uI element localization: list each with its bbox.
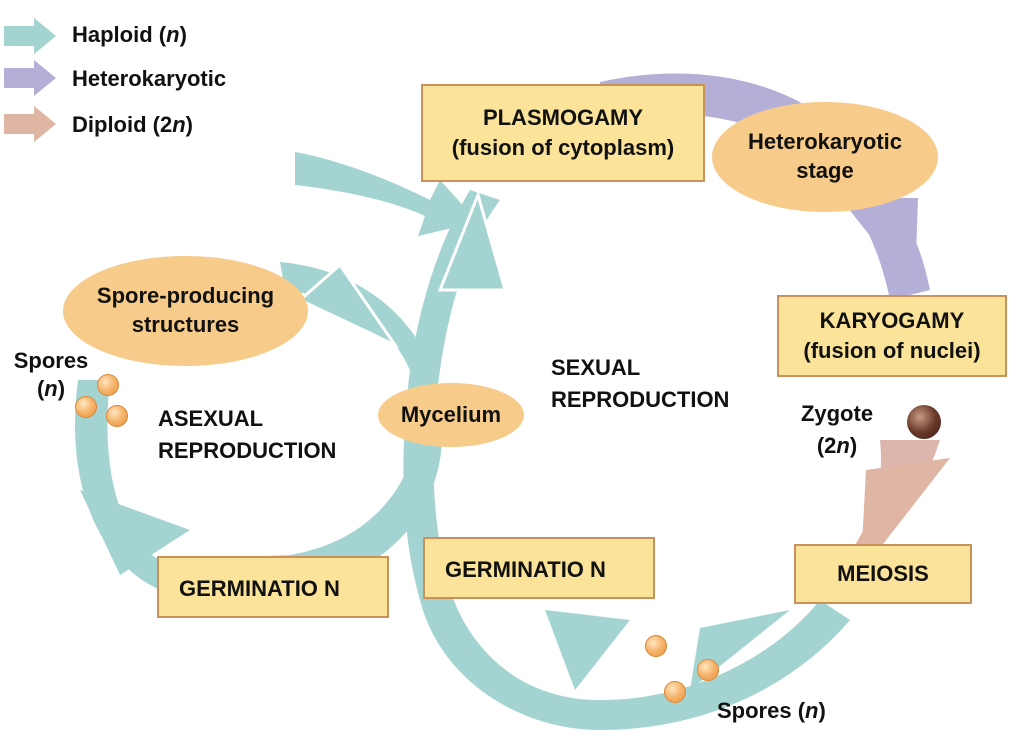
legend-haploid-arrow xyxy=(4,18,56,54)
diploid-arrowhead xyxy=(862,458,950,548)
germination-left-box: GERMINATIO N xyxy=(157,556,389,618)
asexual-line2: REPRODUCTION xyxy=(158,437,337,463)
plasmogamy-subtitle: (fusion of cytoplasm) xyxy=(451,135,675,160)
legend-haploid-label: Haploid ( xyxy=(72,22,167,47)
spores-bottom-label: Spores (n) xyxy=(717,697,826,725)
plasmogamy-title: PLASMOGAMY xyxy=(482,105,644,131)
germination-center-label: GERMINATIO N xyxy=(445,557,606,582)
legend-diploid-arrow xyxy=(4,106,56,142)
legend-haploid-close: ) xyxy=(179,22,187,47)
mycelium-ellipse: Mycelium xyxy=(378,383,524,447)
mycelium-label: Mycelium xyxy=(400,401,502,427)
spores-left-open: ( xyxy=(36,375,45,401)
spore-icon xyxy=(664,681,686,703)
spores-left-label: Spores (n) xyxy=(6,347,96,402)
asexual-up-arrowhead xyxy=(297,262,400,349)
meiosis-box: MEIOSIS xyxy=(794,544,972,604)
heterokaryotic-stage-line1: Heterokaryotic xyxy=(747,129,903,155)
legend-heterokaryotic-arrow xyxy=(4,60,56,96)
legend-diploid: Diploid (2n) xyxy=(58,112,193,138)
spores-bottom-text: Spores ( xyxy=(717,698,806,723)
spores-left-close: ) xyxy=(57,375,66,401)
haploid-incoming-band xyxy=(295,152,478,236)
germination-center-box: GERMINATIO N xyxy=(423,537,655,599)
zygote-open: (2 xyxy=(816,432,837,458)
asexual-line1: ASEXUAL xyxy=(158,406,264,431)
zygote-icon xyxy=(907,405,941,439)
karyogamy-subtitle: (fusion of nuclei) xyxy=(803,338,981,363)
legend-haploid-italic: n xyxy=(166,22,180,47)
heterokaryotic-arrowhead xyxy=(840,198,918,282)
legend-heterokaryotic-label: Heterokaryotic xyxy=(72,66,227,91)
spore-icon xyxy=(697,659,719,681)
heterokaryotic-stage-line2: stage xyxy=(796,158,854,183)
zygote-line1: Zygote xyxy=(800,401,874,426)
spore-icon xyxy=(75,396,97,418)
zygote-close: ) xyxy=(849,432,858,458)
legend-haploid: Haploid (n) xyxy=(58,22,187,48)
asexual-reproduction-label: ASEXUAL REPRODUCTION xyxy=(158,403,336,467)
legend-diploid-italic: n xyxy=(172,112,186,137)
haploid-main-band xyxy=(403,190,850,730)
plasmogamy-box: PLASMOGAMY (fusion of cytoplasm) xyxy=(421,84,705,182)
zygote-label: Zygote (2n) xyxy=(787,398,887,462)
spore-icon xyxy=(97,374,119,396)
spores-bottom-italic: n xyxy=(805,698,819,723)
sexual-line1: SEXUAL xyxy=(551,355,641,380)
spores-bottom-close: ) xyxy=(818,698,826,723)
haploid-bottom-arrowhead-2 xyxy=(545,610,630,690)
spore-producing-line2: structures xyxy=(131,312,240,337)
heterokaryotic-stage-ellipse: Heterokaryotic stage xyxy=(712,102,938,212)
meiosis-title: MEIOSIS xyxy=(837,561,929,587)
karyogamy-box: KARYOGAMY (fusion of nuclei) xyxy=(777,295,1007,377)
spore-producing-ellipse: Spore-producing structures xyxy=(63,256,308,366)
spores-left-italic: n xyxy=(44,375,58,401)
spore-producing-line1: Spore-producing xyxy=(96,283,275,309)
spores-left-line1: Spores xyxy=(13,348,89,373)
karyogamy-title: KARYOGAMY xyxy=(819,308,965,334)
sexual-reproduction-label: SEXUAL REPRODUCTION xyxy=(551,352,729,416)
germination-left-label: GERMINATIO N xyxy=(179,576,340,601)
zygote-italic: n xyxy=(836,432,850,458)
haploid-up-arrowhead xyxy=(437,190,507,292)
legend-diploid-label: Diploid (2 xyxy=(72,112,173,137)
spore-icon xyxy=(645,635,667,657)
sexual-line2: REPRODUCTION xyxy=(551,386,730,412)
legend-heterokaryotic: Heterokaryotic xyxy=(58,66,226,92)
legend-diploid-close: ) xyxy=(185,112,193,137)
asexual-down-arrowhead xyxy=(80,490,190,575)
spore-icon xyxy=(106,405,128,427)
